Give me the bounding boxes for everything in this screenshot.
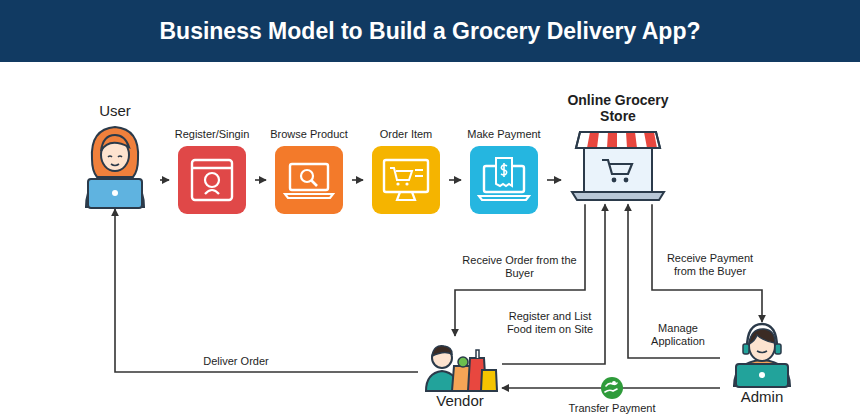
- order-icon: [372, 146, 440, 214]
- icon-part: [301, 170, 313, 182]
- flow-arrow: [449, 179, 461, 181]
- edge-label: Manage Application: [638, 322, 718, 348]
- admin-figure: Admin: [720, 322, 804, 405]
- register-icon: [178, 146, 246, 214]
- icon-part: [101, 135, 129, 151]
- edge-label: Register and List Food item on Site: [502, 310, 598, 336]
- edge-label: Receive Order from the Buyer: [462, 254, 577, 280]
- flow-arrow: [652, 204, 762, 322]
- icon-part: [576, 132, 660, 148]
- icon-part: [584, 146, 652, 192]
- vendor-illustration: [420, 336, 500, 392]
- figure-holder: [70, 119, 160, 209]
- icon-part: [734, 360, 790, 386]
- store-figure: Online Grocery Store: [561, 92, 675, 204]
- step-box: Browse Product: [266, 128, 352, 214]
- node-label: User: [70, 102, 160, 119]
- figure-holder: [720, 322, 804, 388]
- step-box: Order Item: [363, 128, 449, 214]
- icon-part: [112, 190, 118, 196]
- icon-part: [481, 370, 497, 391]
- flow-arrow: [547, 179, 561, 181]
- node-label: Make Payment: [461, 128, 547, 141]
- vendor-figure: Vendor: [418, 336, 502, 409]
- payment-coin-icon: [601, 377, 623, 399]
- icon-part: [601, 377, 623, 399]
- icon-part: [192, 167, 232, 169]
- step-box: Make Payment: [461, 128, 547, 214]
- icon-part: [415, 175, 423, 177]
- edge-label: Deliver Order: [190, 355, 282, 368]
- node-label: Vendor: [418, 392, 502, 409]
- icon-part: [86, 175, 144, 207]
- icon-part: [458, 357, 468, 367]
- icon-part: [757, 351, 767, 353]
- icon-part: [108, 156, 122, 166]
- browse-icon: [275, 146, 343, 214]
- node-label: Browse Product: [266, 128, 352, 141]
- flow-arrow: [352, 179, 363, 181]
- figure-holder: [561, 124, 675, 204]
- payment-icon: [470, 146, 538, 214]
- icon-part: [624, 178, 629, 183]
- icon-part: [612, 178, 617, 183]
- edge-label: Transfer Payment: [557, 402, 667, 415]
- flow-arrow: [628, 204, 720, 358]
- icon-part: [587, 132, 657, 148]
- title-band: Business Model to Build a Grocery Delive…: [0, 0, 860, 62]
- icon-part: [88, 179, 142, 208]
- icon-part: [576, 132, 660, 148]
- icon-part: [479, 196, 529, 200]
- figure-holder: [418, 336, 502, 392]
- page-title: Business Model to Build a Grocery Delive…: [0, 0, 860, 62]
- node-label: Register/Singin: [169, 128, 255, 141]
- icon-part: [397, 192, 415, 200]
- icon-part: [205, 190, 219, 194]
- step-tile: [275, 146, 343, 214]
- icon-part: [285, 194, 333, 198]
- icon-part: [736, 364, 788, 387]
- icon-part: [192, 160, 232, 200]
- node-label: Admin: [720, 388, 804, 405]
- step-box: Register/Singin: [169, 128, 255, 214]
- icon-part: [602, 160, 632, 174]
- icon-part: [312, 181, 318, 187]
- icon-part: [572, 192, 664, 200]
- flow-arrow: [115, 209, 418, 372]
- flow-arrow: [255, 179, 266, 181]
- step-tile: [372, 146, 440, 214]
- icon-part: [496, 158, 512, 186]
- icon-part: [390, 168, 412, 180]
- icon-part: [290, 164, 328, 190]
- step-tile: [470, 146, 538, 214]
- icon-part: [759, 372, 765, 378]
- icon-part: [415, 169, 423, 171]
- icon-part: [775, 344, 781, 354]
- step-tile: [178, 146, 246, 214]
- flow-arrow: [502, 204, 605, 364]
- node-label: Order Item: [363, 128, 449, 141]
- flow-arrow: [160, 179, 169, 181]
- icon-part: [476, 350, 479, 358]
- icon-part: [743, 344, 749, 354]
- icon-part: [747, 324, 777, 348]
- icon-part: [92, 127, 138, 177]
- icon-part: [405, 183, 408, 186]
- icon-part: [396, 183, 399, 186]
- node-label: Online Grocery Store: [561, 92, 675, 124]
- icon-part: [432, 346, 452, 356]
- store-illustration: [568, 124, 668, 204]
- icon-part: [612, 381, 616, 385]
- edge-label: Receive Payment from the Buyer: [660, 252, 760, 278]
- icon-part: [205, 173, 219, 187]
- user-illustration: [72, 119, 158, 209]
- icon-part: [749, 329, 775, 344]
- admin-illustration: [722, 322, 802, 388]
- icon-part: [384, 160, 428, 192]
- icon-part: [501, 163, 507, 177]
- user-figure: User: [70, 102, 160, 209]
